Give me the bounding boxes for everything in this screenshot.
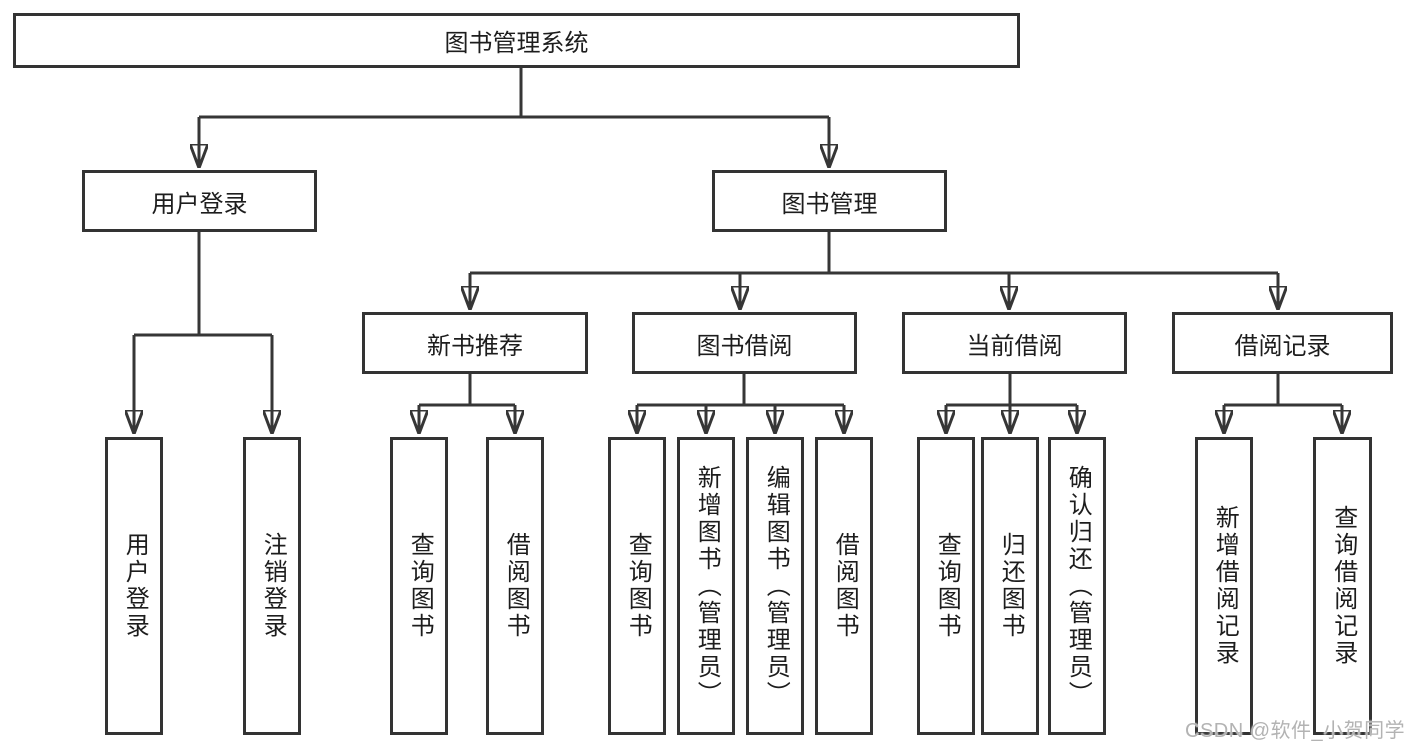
- node-book-mgmt: 图书管理: [712, 170, 947, 232]
- node-leaf-query-book-3: 查询图书: [917, 437, 975, 735]
- node-leaf-user-login-label: 用户登录: [121, 532, 149, 640]
- node-borrow-records-label: 借阅记录: [1234, 332, 1331, 360]
- node-leaf-add-book: 新增图书（管理员）: [677, 437, 735, 735]
- node-leaf-confirm-return-label: 确认归还（管理员）: [1064, 464, 1092, 708]
- edge-book-mgmt-trunk: [470, 232, 1278, 275]
- node-user-login-label: 用户登录: [151, 190, 248, 218]
- node-leaf-add-book-label: 新增图书（管理员）: [693, 464, 721, 708]
- node-leaf-add-record-label: 新增借阅记录: [1211, 505, 1239, 667]
- node-leaf-borrow-book-1: 借阅图书: [486, 437, 544, 735]
- node-leaf-user-login: 用户登录: [105, 437, 163, 735]
- node-leaf-edit-book-label: 编辑图书（管理员）: [762, 464, 790, 708]
- node-leaf-borrow-book-2: 借阅图书: [815, 437, 873, 735]
- node-leaf-query-book-1: 查询图书: [390, 437, 448, 735]
- node-book-borrow-label: 图书借阅: [696, 332, 793, 360]
- node-current-borrow-label: 当前借阅: [966, 332, 1063, 360]
- node-leaf-logout: 注销登录: [243, 437, 301, 735]
- node-book-borrow: 图书借阅: [632, 312, 857, 374]
- node-leaf-borrow-book-2-label: 借阅图书: [831, 532, 859, 640]
- edge-book-borrow-trunk: [637, 374, 844, 407]
- node-leaf-return-book: 归还图书: [981, 437, 1039, 735]
- edge-new-book-rec-trunk: [419, 374, 515, 407]
- node-leaf-confirm-return: 确认归还（管理员）: [1048, 437, 1106, 735]
- node-root-label: 图书管理系统: [444, 30, 589, 57]
- node-leaf-query-record-label: 查询借阅记录: [1329, 505, 1357, 667]
- node-leaf-add-record: 新增借阅记录: [1195, 437, 1253, 735]
- node-leaf-query-book-1-label: 查询图书: [406, 532, 434, 640]
- node-leaf-query-record: 查询借阅记录: [1313, 437, 1372, 735]
- edge-borrow-records-trunk: [1224, 374, 1342, 407]
- node-root: 图书管理系统: [13, 13, 1020, 68]
- node-leaf-query-book-2: 查询图书: [608, 437, 666, 735]
- edge-current-borrow-trunk: [946, 374, 1077, 407]
- node-book-mgmt-label: 图书管理: [781, 190, 878, 218]
- edge-user-login-trunk: [134, 232, 272, 337]
- node-new-book-rec: 新书推荐: [362, 312, 588, 374]
- csdn-watermark: CSDN @软件_小贺同学: [1185, 720, 1405, 742]
- node-current-borrow: 当前借阅: [902, 312, 1127, 374]
- node-leaf-edit-book: 编辑图书（管理员）: [746, 437, 804, 735]
- node-leaf-query-book-2-label: 查询图书: [624, 532, 652, 640]
- node-new-book-rec-label: 新书推荐: [427, 332, 523, 360]
- node-user-login: 用户登录: [82, 170, 317, 232]
- node-borrow-records: 借阅记录: [1172, 312, 1393, 374]
- node-leaf-return-book-label: 归还图书: [997, 532, 1025, 640]
- node-leaf-logout-label: 注销登录: [259, 532, 287, 640]
- node-leaf-query-book-3-label: 查询图书: [933, 532, 961, 640]
- node-leaf-borrow-book-1-label: 借阅图书: [502, 532, 530, 640]
- edge-root-trunk: [199, 68, 829, 119]
